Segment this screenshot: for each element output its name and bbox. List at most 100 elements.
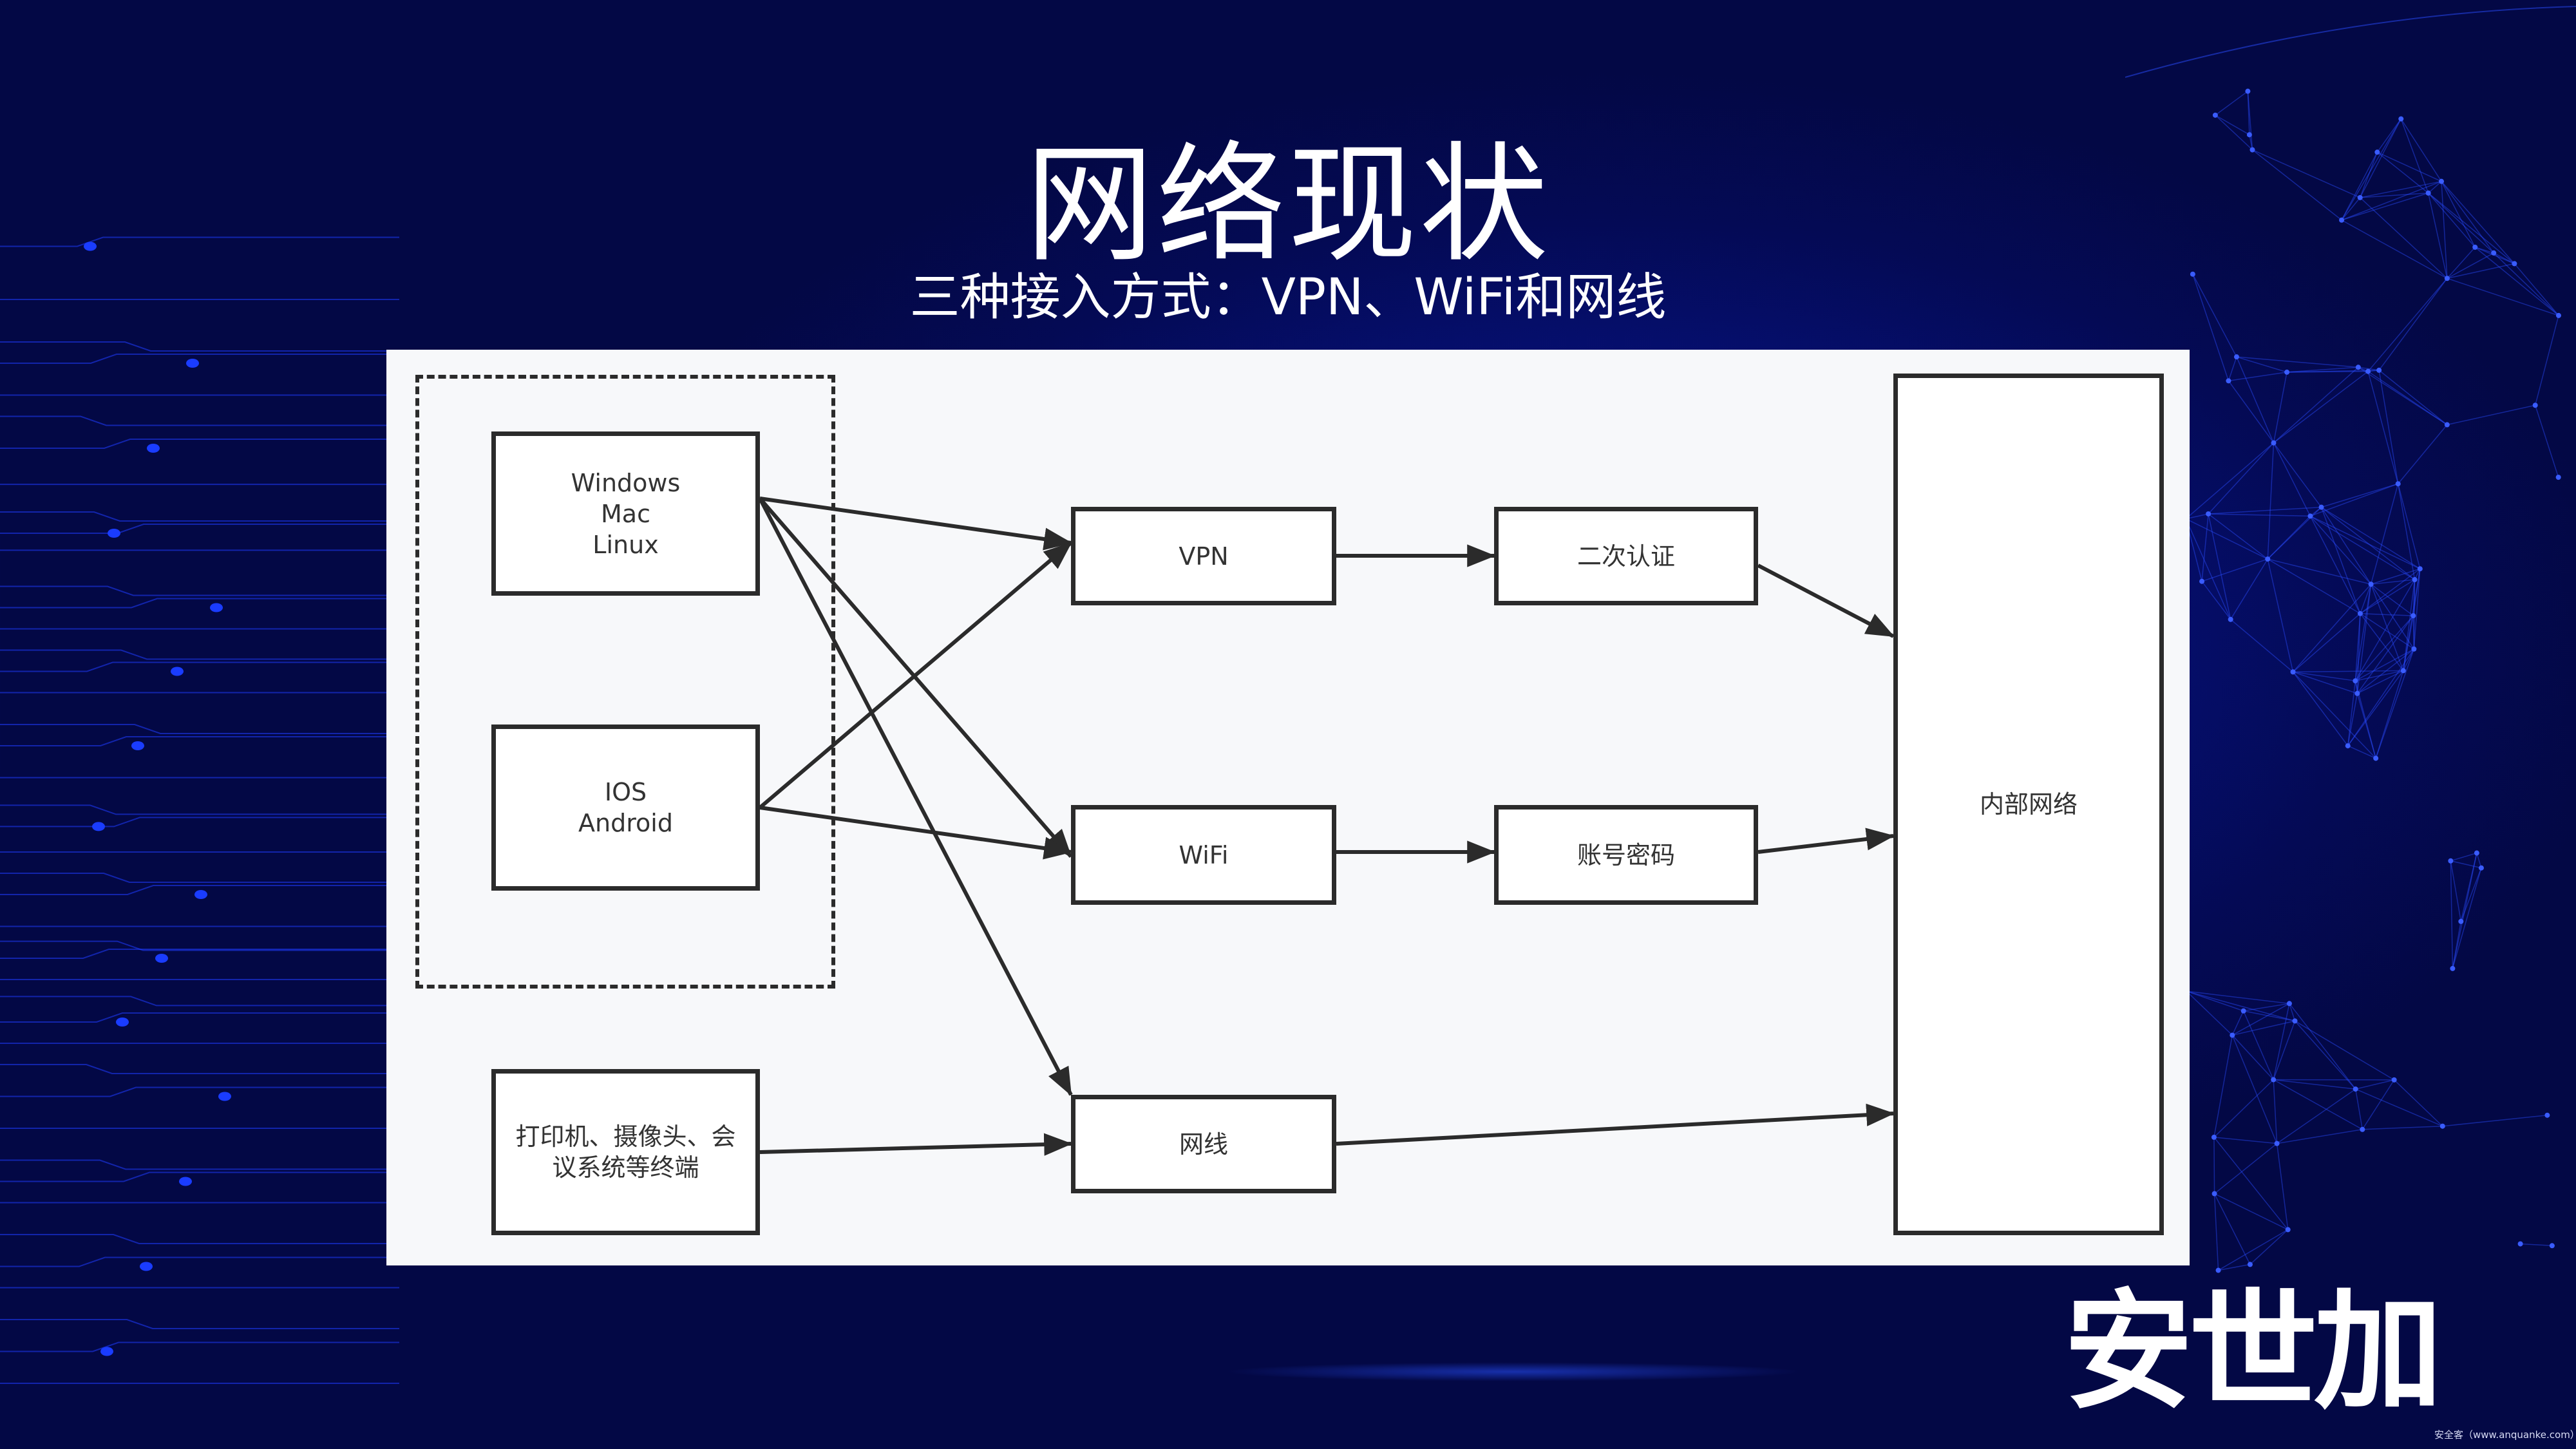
edge-account-password-to-internal-network: [1757, 828, 1895, 854]
globe-node: [2226, 378, 2231, 384]
globe-link: [2214, 1143, 2278, 1195]
globe-link: [2208, 513, 2231, 620]
globe-link: [2360, 612, 2414, 616]
globe-link: [2213, 1193, 2251, 1265]
globe-node: [2532, 402, 2538, 408]
globe-link: [2354, 613, 2361, 681]
globe-link: [2367, 371, 2448, 426]
globe-link: [2231, 1003, 2290, 1036]
globe-link: [2347, 681, 2356, 746]
globe-link: [2230, 619, 2294, 672]
circuit-trace: [0, 873, 399, 883]
node-mobile-os: IOS Android: [491, 724, 760, 891]
globe-link: [2357, 670, 2404, 694]
network-diagram: Windows Mac Linux IOS Android 打印机、摄像头、会 …: [386, 350, 2190, 1265]
globe-node: [2211, 1134, 2217, 1140]
circuit-trace: [0, 598, 399, 609]
globe-link: [2267, 558, 2294, 672]
globe-node: [2444, 422, 2450, 428]
globe-link: [2310, 515, 2421, 569]
globe-link: [2371, 579, 2415, 585]
circuit-background-decoration: [0, 236, 399, 1384]
globe-link: [2208, 506, 2322, 515]
globe-node: [2478, 865, 2484, 871]
circuit-node: [140, 1262, 153, 1271]
globe-link: [2321, 506, 2421, 569]
globe-link: [2356, 693, 2376, 759]
globe-link: [2185, 518, 2268, 560]
globe-link: [2447, 404, 2535, 426]
globe-link: [2360, 579, 2415, 614]
circuit-trace: [0, 1319, 399, 1329]
globe-link: [2287, 370, 2380, 373]
globe-link: [2371, 568, 2421, 585]
globe-link: [2452, 867, 2482, 969]
globe-link: [2213, 1137, 2215, 1194]
circuit-trace: [0, 724, 399, 734]
circuit-trace: [0, 1341, 399, 1352]
globe-link: [2294, 1020, 2356, 1090]
globe-link: [2273, 1021, 2296, 1080]
globe-link: [2535, 405, 2559, 478]
globe-link: [2397, 484, 2416, 580]
globe-node: [2450, 965, 2456, 971]
globe-link: [2273, 372, 2287, 443]
globe-node: [2230, 1032, 2235, 1038]
orbit-arc: [2125, 6, 2576, 78]
circuit-trace: [0, 585, 399, 596]
globe-link: [2358, 366, 2448, 426]
globe-link: [2267, 558, 2361, 614]
globe-link: [2367, 371, 2399, 484]
globe-node: [2353, 678, 2358, 684]
globe-link: [2403, 615, 2414, 671]
globe-link: [2213, 1035, 2233, 1138]
globe-node: [2233, 354, 2239, 360]
globe-node: [2448, 858, 2454, 864]
globe-link: [2354, 681, 2358, 694]
globe-node: [2228, 616, 2233, 622]
globe-link: [2378, 370, 2448, 426]
globe-link: [2450, 860, 2454, 969]
circuit-trace: [0, 940, 399, 951]
circuit-trace: [0, 949, 399, 959]
globe-node: [2286, 1001, 2292, 1007]
circuit-trace: [0, 511, 399, 522]
edge-desktop-os-to-vpn: [759, 497, 1073, 551]
globe-link: [2355, 1079, 2394, 1090]
globe-link: [2362, 1079, 2395, 1130]
circuit-trace: [0, 341, 399, 352]
globe-link: [2354, 649, 2414, 681]
globe-link: [2371, 583, 2414, 616]
globe-link: [2201, 513, 2209, 582]
circuit-node: [116, 1018, 129, 1027]
circuit-node: [186, 359, 199, 368]
node-internal-network: 内部网络: [1893, 374, 2164, 1235]
globe-link: [2394, 1079, 2443, 1127]
circuit-trace: [0, 1012, 399, 1023]
globe-link: [2398, 424, 2448, 484]
globe-node: [2411, 646, 2417, 652]
globe-link: [2273, 442, 2311, 516]
globe-link: [2201, 581, 2231, 620]
globe-node: [2245, 88, 2251, 94]
brand-logo: 安世加: [2064, 1277, 2443, 1427]
circuit-trace: [0, 996, 399, 1007]
globe-link: [2309, 507, 2322, 516]
globe-link: [2247, 91, 2250, 135]
globe-link: [2378, 370, 2399, 484]
globe-node: [2549, 1243, 2555, 1249]
globe-link: [2450, 860, 2462, 922]
globe-link: [2354, 1088, 2363, 1130]
circuit-node: [218, 1092, 231, 1101]
circuit-trace: [0, 1171, 399, 1182]
globe-link: [2476, 853, 2482, 868]
globe-link: [2413, 569, 2421, 649]
globe-link: [2228, 356, 2237, 381]
globe-link: [2320, 507, 2372, 585]
globe-link: [2273, 1079, 2356, 1090]
circuit-trace: [0, 1256, 399, 1267]
globe-node: [2285, 1227, 2291, 1233]
globe-node: [2417, 566, 2423, 572]
globe-link: [2273, 1079, 2363, 1130]
globe-node: [2247, 1262, 2253, 1267]
